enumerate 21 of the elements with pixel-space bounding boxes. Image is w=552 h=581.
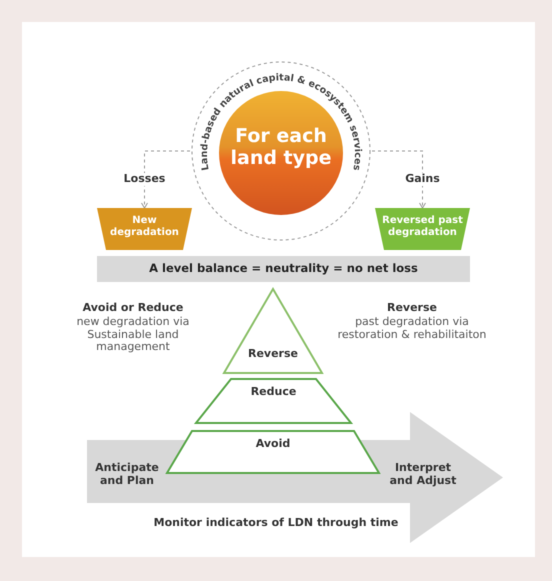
side-note: past degradation via restoration & rehabilitaiton [337, 316, 487, 342]
degradation-box [375, 208, 470, 250]
step-label: Anticipate and Plan [94, 462, 160, 488]
dashed-arrow [141, 150, 190, 208]
box-label: Reversed past degradation [381, 215, 464, 238]
side-heading: Avoid or Reduce [82, 302, 184, 315]
pyramid-tier [195, 378, 352, 424]
dashed-arrow [372, 150, 426, 208]
pyramid-top [223, 288, 323, 374]
box-label: New degradation [109, 215, 180, 238]
degradation-box [97, 208, 192, 250]
side-heading: Reverse [386, 302, 438, 315]
balance-bar [97, 256, 470, 282]
step-label: Interpret and Adjust [388, 462, 458, 488]
tier-label: Avoid [254, 438, 292, 451]
tier-label: Reduce [250, 386, 298, 399]
tier-label: Reverse [247, 348, 299, 361]
arrow-caption: Monitor indicators of LDN through time [152, 517, 400, 530]
side-note: new degradation via Sustainable land management [76, 316, 190, 354]
balance-label: A level balance = neutrality = no net loss [148, 262, 419, 276]
timeline-arrow [87, 412, 503, 543]
